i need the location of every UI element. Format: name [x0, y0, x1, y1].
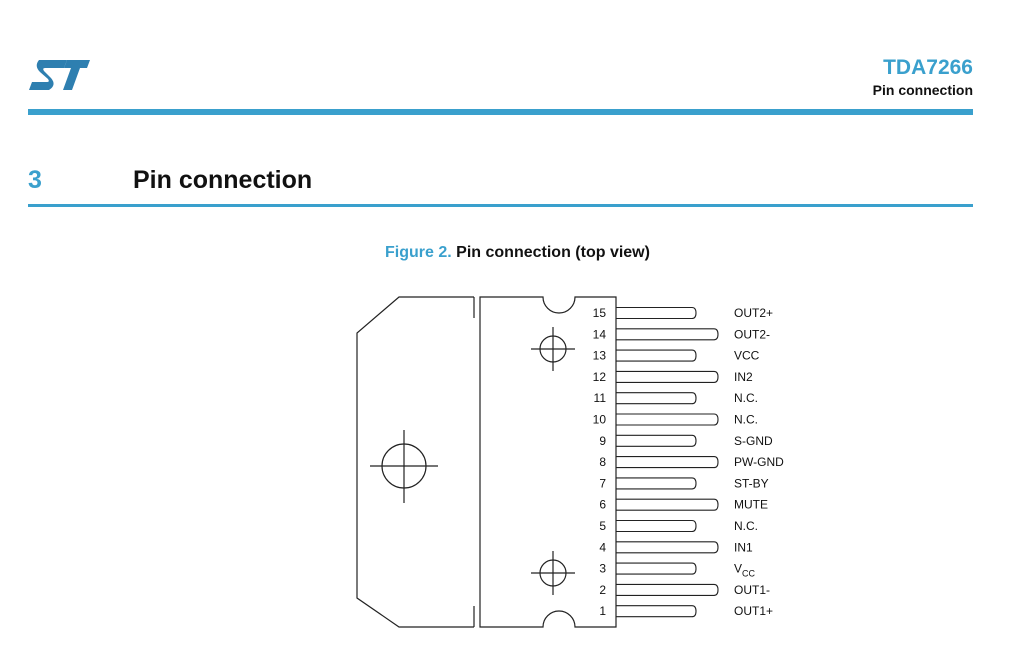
mounting-hole-icon — [370, 430, 438, 503]
figure-title: Pin connection (top view) — [456, 244, 650, 261]
pin-number: 5 — [599, 519, 606, 533]
pin-name: N.C. — [734, 519, 758, 533]
pin-name: OUT1- — [734, 583, 770, 597]
pin-name: N.C. — [734, 413, 758, 427]
document-section: Pin connection — [872, 82, 973, 98]
alignment-mark-icon — [531, 327, 575, 371]
pin-lead — [616, 434, 697, 447]
pin-lead — [616, 562, 697, 575]
section-title: Pin connection — [133, 166, 313, 194]
pin-name: ST-BY — [734, 476, 769, 490]
header-divider — [28, 109, 973, 115]
pin-number: 8 — [599, 455, 606, 469]
pin-lead — [616, 498, 719, 511]
pin-name: OUT2- — [734, 327, 770, 341]
section-divider — [28, 204, 973, 207]
pin-number: 15 — [593, 306, 607, 320]
pin-lead — [616, 392, 697, 405]
pin-name-subscript: CC — [742, 569, 755, 579]
pin-lead — [616, 370, 719, 383]
pin-number: 6 — [599, 498, 606, 512]
pin-name: IN1 — [734, 540, 753, 554]
figure-caption: Figure 2. Pin connection (top view) — [0, 244, 1035, 262]
pin-number: 11 — [594, 391, 607, 405]
document-title: TDA7266 — [883, 56, 973, 79]
pin-name: IN2 — [734, 370, 753, 384]
pin-number: 10 — [593, 413, 607, 427]
pin-lead — [616, 519, 697, 533]
pin-lead — [616, 306, 697, 320]
pin-number: 3 — [599, 562, 606, 576]
pin-lead — [616, 456, 719, 469]
section-number: 3 — [28, 166, 42, 194]
figure-label: Figure 2. — [385, 244, 452, 261]
heatsink-tab — [356, 296, 474, 628]
package-body — [479, 296, 617, 628]
pin-number: 2 — [599, 583, 606, 597]
pin-number: 12 — [593, 370, 607, 384]
pin-number: 4 — [599, 540, 606, 554]
pin-number: 7 — [599, 476, 606, 490]
pin-number: 1 — [599, 604, 606, 618]
pin-number: 13 — [593, 349, 607, 363]
pin-name: MUTE — [734, 498, 768, 512]
pin-lead — [616, 605, 697, 618]
pin-name: OUT1+ — [734, 604, 773, 618]
pin-name: OUT2+ — [734, 306, 773, 320]
st-logo-icon — [29, 60, 90, 90]
pin-lead — [616, 583, 719, 596]
pin-name: VCC — [734, 349, 760, 363]
pin-name: S-GND — [734, 434, 773, 448]
pin-lead — [616, 349, 697, 362]
pin-number: 14 — [593, 327, 607, 341]
pin-lead — [616, 413, 719, 426]
pin-lead — [616, 477, 697, 490]
alignment-mark-icon — [531, 551, 575, 595]
pin-number: 9 — [599, 434, 606, 448]
pin-name: VCC — [734, 562, 756, 579]
pin-lead — [616, 328, 719, 341]
pin-name: N.C. — [734, 391, 758, 405]
pin-lead — [616, 541, 719, 554]
pin-name: PW-GND — [734, 455, 784, 469]
